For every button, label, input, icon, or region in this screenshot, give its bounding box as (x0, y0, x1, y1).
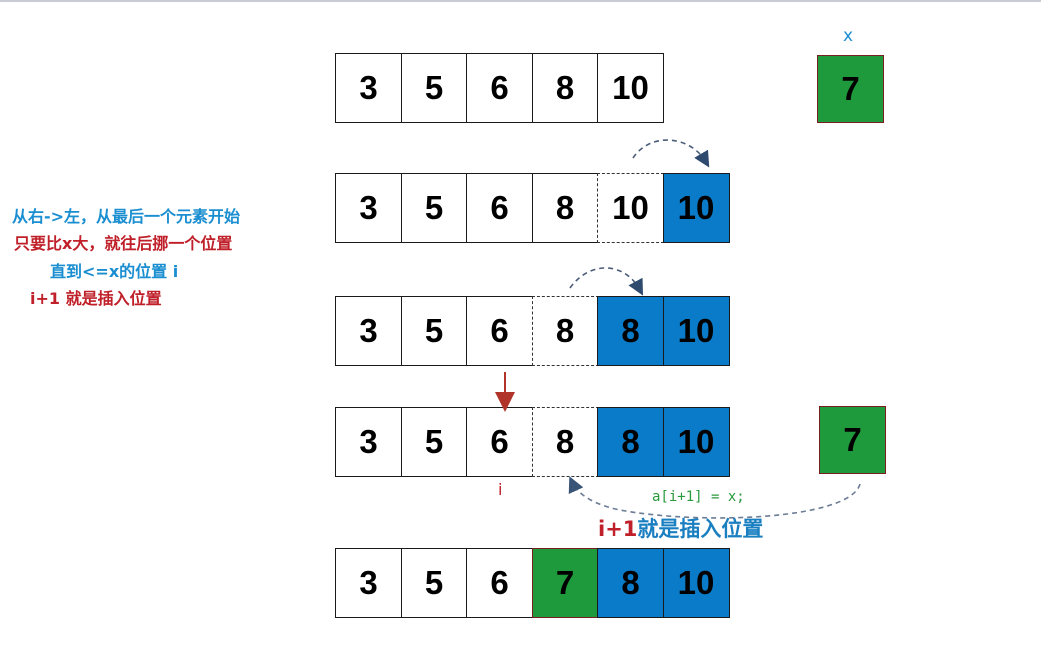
note-line-3: 直到<=x的位置 i (50, 262, 179, 281)
shift-arrow-1 (632, 139, 710, 168)
array-cell: 5 (400, 296, 468, 366)
insert-prefix: i+1 (598, 517, 638, 541)
array-cell: 3 (335, 407, 402, 477)
x-value-box-copy: 7 (819, 406, 886, 474)
array-cell: 6 (466, 53, 533, 123)
note-line-4: i+1 就是插入位置 (30, 289, 162, 308)
array-cell: 3 (335, 173, 402, 243)
x-value-box: 7 (817, 55, 884, 123)
array-cell: 5 (400, 173, 468, 243)
array-cell: 6 (466, 296, 533, 366)
insert-position-caption: i+1就是插入位置 (598, 513, 763, 543)
top-border (0, 0, 1041, 2)
note-line-1: 从右->左，从最后一个元素开始 (12, 207, 241, 226)
array-cell: 7 (531, 548, 599, 618)
array-cell: 10 (662, 296, 730, 366)
array-cell: 8 (531, 296, 599, 366)
array-cell: 6 (466, 173, 533, 243)
array-cell: 8 (531, 407, 599, 477)
array-cell: 10 (662, 407, 730, 477)
array-cell: 10 (662, 173, 730, 243)
assignment-code: a[i+1] = x; (652, 489, 745, 505)
array-cell: 8 (531, 53, 599, 123)
array-cell: 5 (400, 548, 468, 618)
array-cell: 8 (597, 407, 664, 477)
array-cell: 8 (531, 173, 599, 243)
array-cell: 3 (335, 296, 402, 366)
array-cell: 3 (335, 53, 402, 123)
array-cell: 5 (400, 407, 468, 477)
x-variable-label: x (843, 26, 854, 46)
array-cell: 5 (400, 53, 468, 123)
shift-arrow-2 (569, 267, 644, 296)
array-cell: 3 (335, 548, 402, 618)
index-i-label: i (498, 480, 503, 499)
array-cell: 6 (466, 548, 533, 618)
array-cell: 6 (466, 407, 533, 477)
insert-text: 就是插入位置 (637, 517, 764, 541)
array-cell: 10 (662, 548, 730, 618)
array-cell: 8 (597, 296, 664, 366)
array-cell: 8 (597, 548, 664, 618)
array-cell: 10 (597, 53, 664, 123)
note-line-2: 只要比x大，就往后挪一个位置 (14, 234, 233, 253)
array-cell: 10 (597, 173, 664, 243)
